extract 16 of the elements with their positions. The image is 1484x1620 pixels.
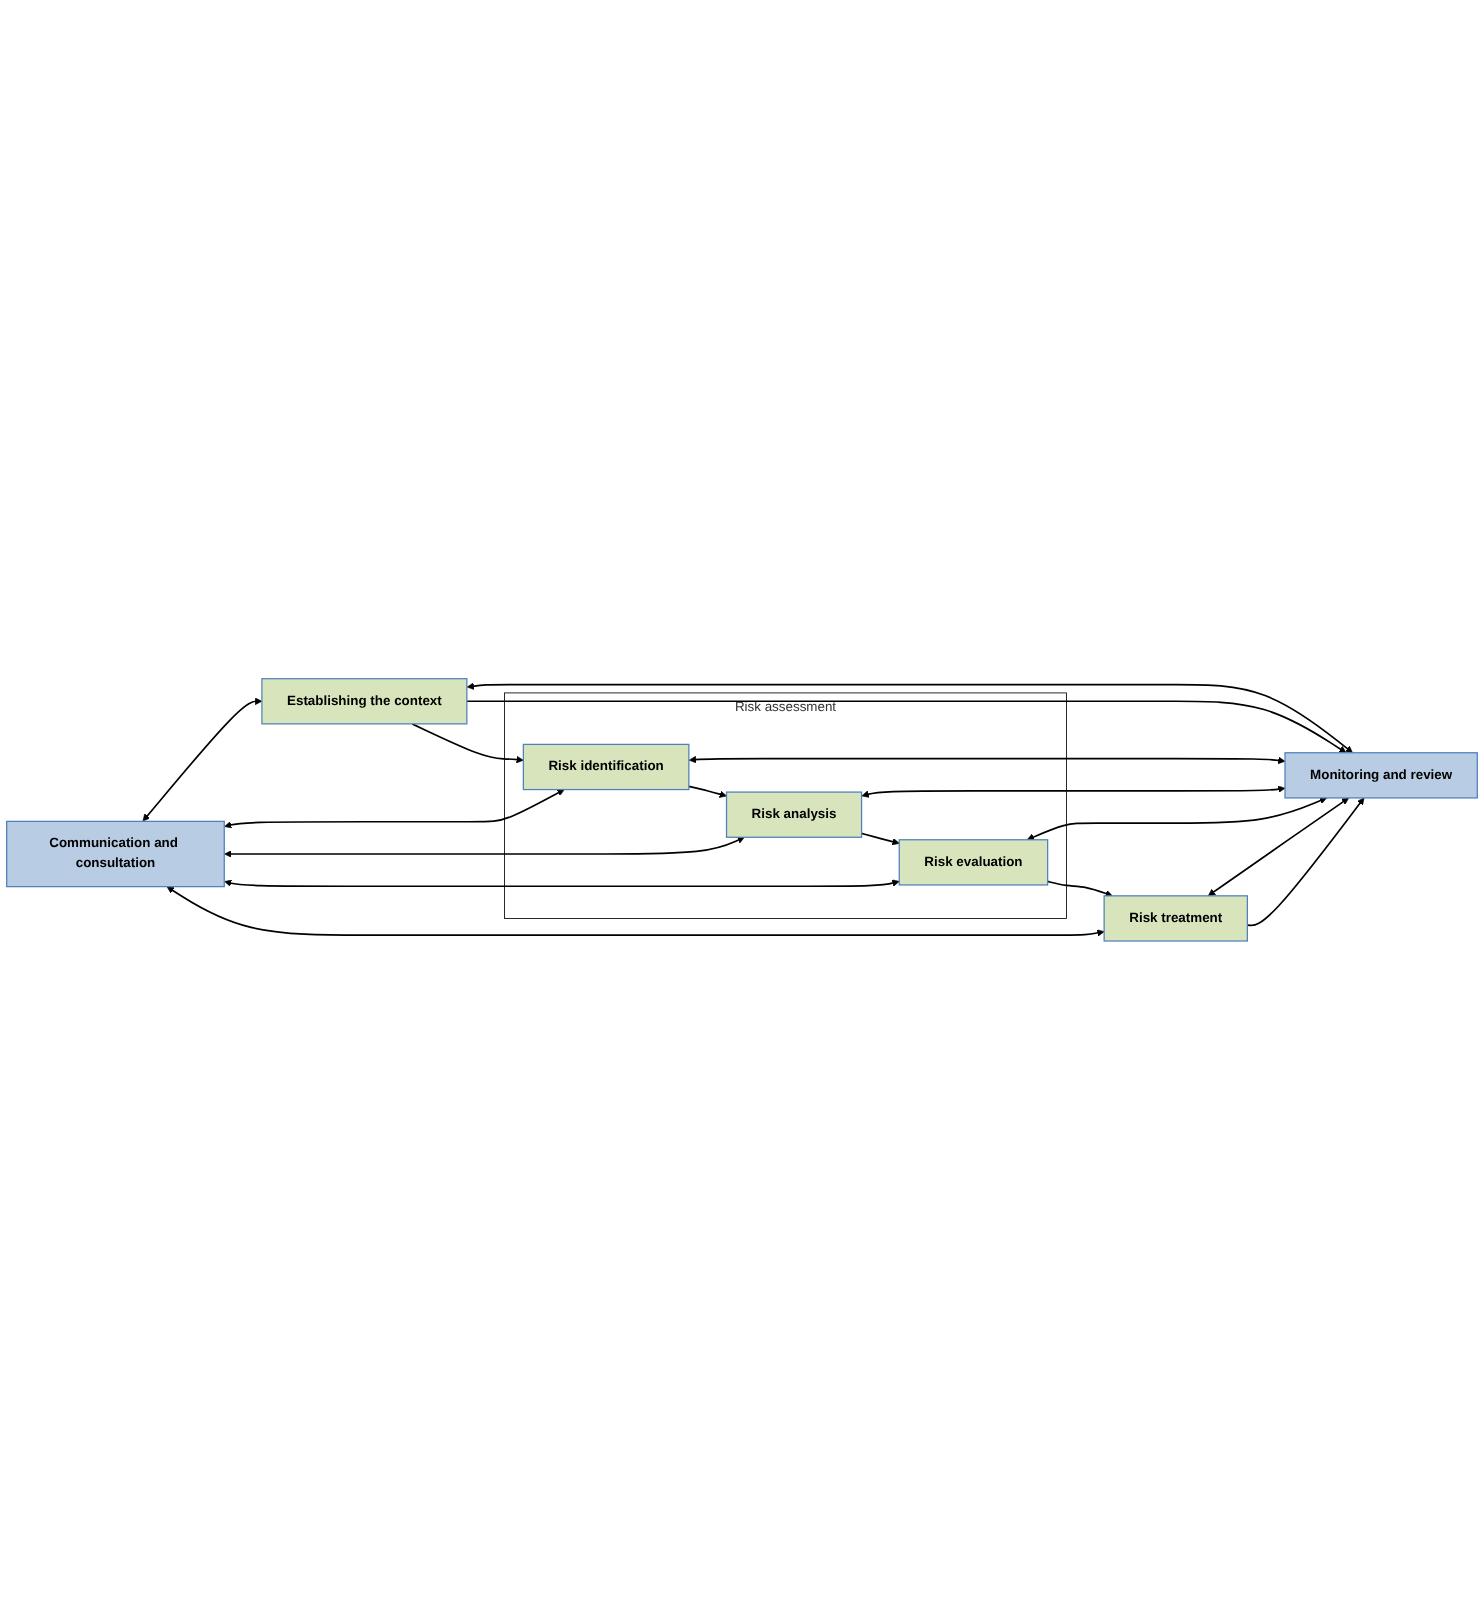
arrow xyxy=(224,836,745,858)
arrow xyxy=(142,697,263,822)
arrow xyxy=(166,886,1105,937)
arrow xyxy=(411,723,524,764)
arrow xyxy=(688,785,727,798)
arrow xyxy=(861,785,1286,798)
arrow xyxy=(1246,797,1365,927)
arrow xyxy=(688,756,1286,765)
arrow xyxy=(1208,797,1349,897)
arrow xyxy=(224,879,900,888)
arrow xyxy=(224,789,565,829)
arrow xyxy=(1026,797,1328,841)
arrow xyxy=(466,682,1353,754)
arrow xyxy=(860,832,900,846)
arrow xyxy=(1046,880,1113,898)
arrow xyxy=(466,700,1347,754)
